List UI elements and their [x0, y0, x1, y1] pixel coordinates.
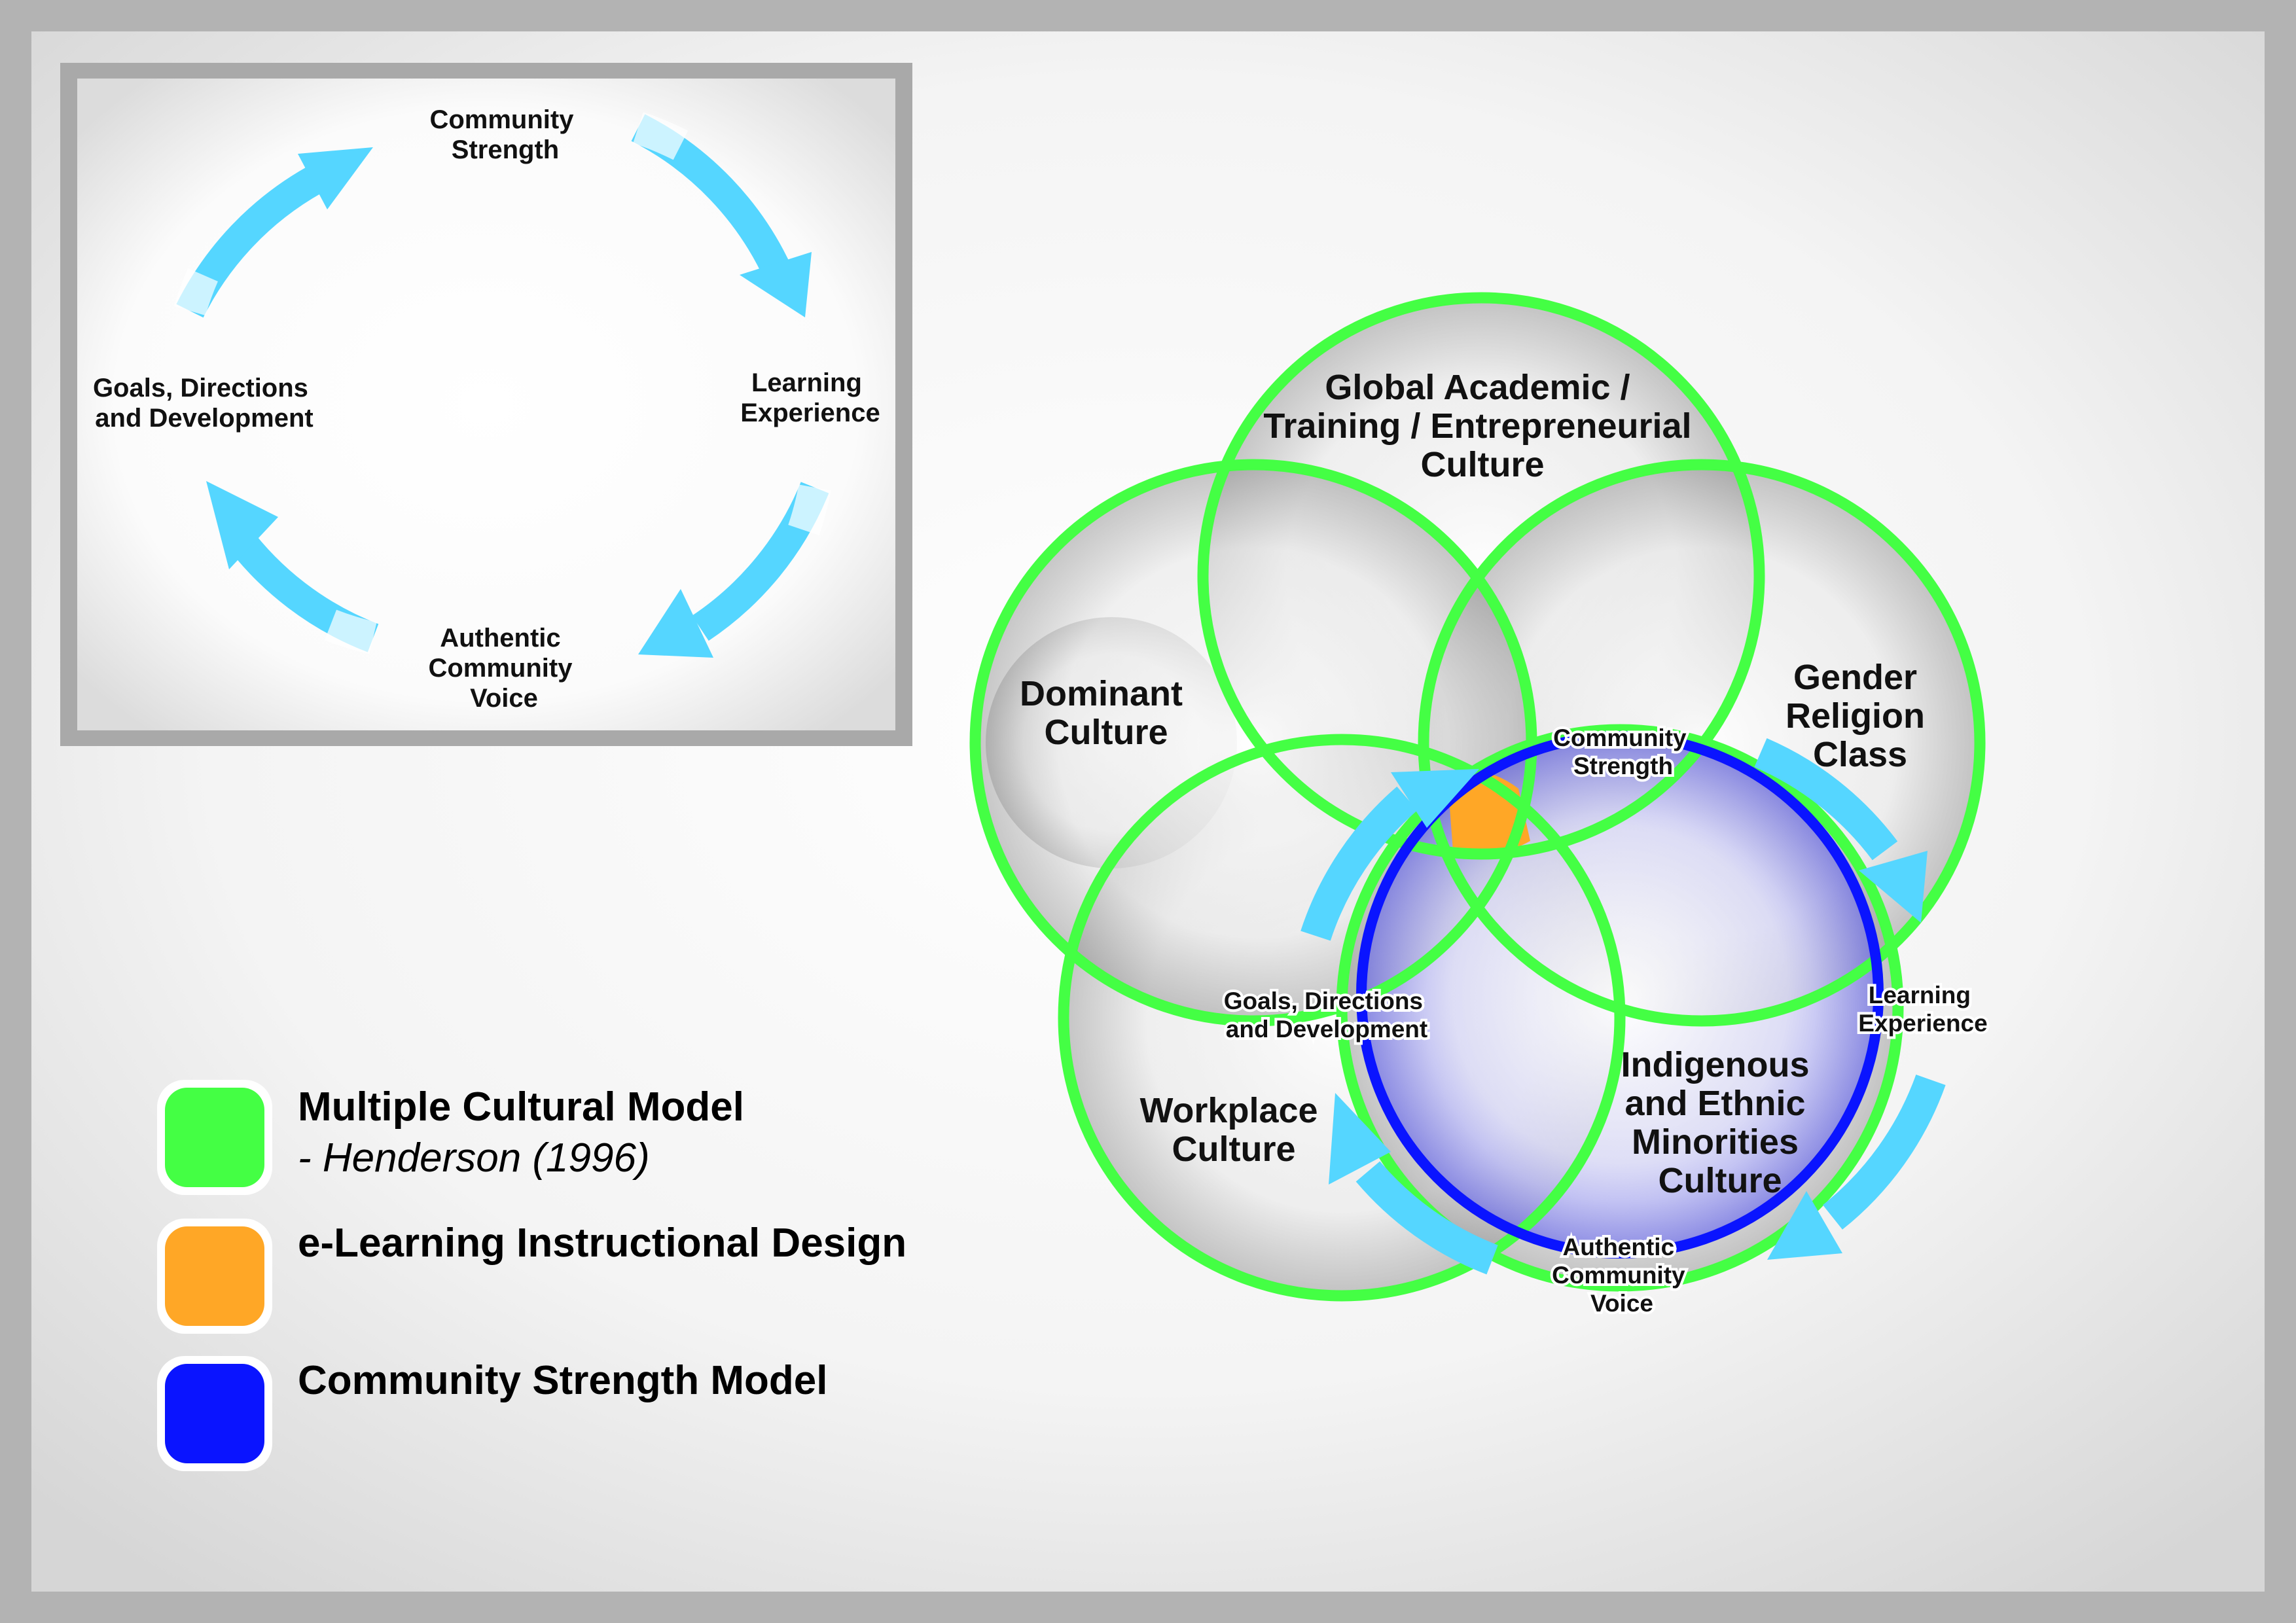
- ring-label-learning-experience: Learning Experience: [1858, 982, 1987, 1037]
- ring-arrow-top-left: [1300, 769, 1479, 941]
- venn-circle-indigenous: [1336, 724, 1904, 1292]
- cycle-label-authentic-voice: Authentic Community Voice: [428, 624, 579, 713]
- ring-arrow-top-right: [1754, 738, 1928, 923]
- legend-item-elearning: e-Learning Instructional Design: [157, 1219, 906, 1334]
- ring-arrow-bottom-right: [1767, 1074, 1946, 1260]
- cycle-label-learning-experience: Learning Experience: [740, 368, 880, 427]
- ring-arrow-bottom-left: [1329, 1093, 1498, 1275]
- label-workplace-culture: Workplace Culture: [1139, 1091, 1327, 1169]
- legend-swatch-blue: [165, 1364, 264, 1463]
- community-strength-ring: [1356, 731, 1884, 1258]
- cycle-arrow-top-left: [174, 147, 373, 318]
- label-global-academic: Global Academic / Training / Entrepreneu…: [1263, 368, 1701, 484]
- cycle-arrow-bottom-right: [638, 482, 831, 658]
- ring-label-authentic-voice: Authentic Community Voice: [1552, 1234, 1692, 1317]
- legend-swatch-green: [165, 1088, 264, 1187]
- venn-circle-global: [1197, 292, 1765, 860]
- legend-swatch-orange: [165, 1226, 264, 1326]
- legend-item-multiple-cultural: Multiple Cultural Model - Henderson (199…: [157, 1080, 744, 1195]
- venn-circle-gender: [1418, 459, 1986, 1027]
- legend-label-elearning: e-Learning Instructional Design: [298, 1221, 906, 1266]
- label-dominant-culture: Dominant Culture: [1020, 674, 1193, 752]
- legend: Multiple Cultural Model - Henderson (199…: [157, 1080, 906, 1471]
- cycle-label-goals: Goals, Directions and Development: [93, 374, 315, 433]
- ring-label-community-strength: Community Strength: [1553, 724, 1693, 779]
- legend-label-community-strength: Community Strength Model: [298, 1358, 827, 1403]
- cycle-arrow-bottom-left: [206, 481, 379, 654]
- ring-label-goals: Goals, Directions and Development: [1224, 988, 1430, 1043]
- legend-label-multiple-cultural: Multiple Cultural Model: [298, 1084, 744, 1130]
- legend-sub-henderson: - Henderson (1996): [298, 1135, 650, 1181]
- cycle-arrow-top-right: [631, 112, 812, 317]
- venn-circle-workplace: [1058, 734, 1626, 1302]
- cycle-panel: Community Strength Learning Experience A…: [60, 63, 912, 746]
- cycle-label-community-strength: Community Strength: [429, 105, 581, 164]
- legend-item-community-strength: Community Strength Model: [157, 1356, 827, 1471]
- label-indigenous-culture: Indigenous and Ethnic Minorities Culture: [1621, 1045, 1820, 1200]
- cycle-panel-body: [77, 79, 895, 730]
- venn-diagram: Global Academic / Training / Entrepreneu…: [969, 292, 1990, 1319]
- label-gender-religion-class: Gender Religion Class: [1785, 658, 1935, 774]
